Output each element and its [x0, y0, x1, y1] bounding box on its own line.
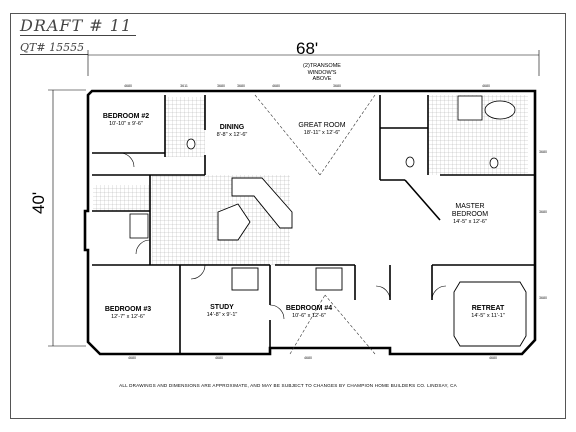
room-bedroom-4: BEDROOM #4 10'-6" x 12'-6"	[286, 305, 332, 319]
wall-dim-right-1: 3680	[539, 150, 547, 154]
room-dining: DINING 8'-8" x 12'-6"	[217, 124, 248, 138]
wall-dim-top-4: 3680	[237, 84, 245, 88]
room-master-bedroom: MASTER BEDROOM 14'-5" x 12'-6"	[452, 203, 488, 225]
wall-dim-bottom-1: 4680	[128, 356, 136, 360]
room-size: 12'-7" x 12'-6"	[111, 314, 145, 321]
room-bedroom-3: BEDROOM #3 12'-7" x 12'-6"	[105, 306, 151, 320]
footer-disclaimer: ALL DRAWINGS AND DIMENSIONS ARE APPROXIM…	[119, 383, 457, 388]
wall-dim-top-1: 4680	[124, 84, 132, 88]
room-retreat: RETREAT 14'-5" x 11'-1"	[471, 305, 504, 319]
room-name-line-2: BEDROOM	[451, 211, 489, 219]
exterior-wall	[83, 89, 537, 356]
door-swings	[119, 152, 447, 320]
tile-floors	[93, 95, 528, 265]
room-name: RETREAT	[471, 305, 505, 312]
room-name: STUDY	[210, 304, 234, 311]
wall-dim-top-6: 3680	[333, 84, 341, 88]
width-dimension-line	[87, 50, 540, 76]
wall-dim-right-3: 3680	[539, 296, 547, 300]
wall-dim-top-2: 3611	[180, 84, 188, 88]
depth-dimension-line	[48, 89, 86, 347]
bath-fixtures	[129, 95, 516, 239]
room-size: 14'-5" x 11'-1"	[471, 313, 505, 320]
room-name: BEDROOM #4	[285, 305, 333, 312]
room-name: BEDROOM #3	[104, 306, 152, 313]
room-study: STUDY 14'-8" x 9'-1"	[207, 304, 238, 318]
quote-label: QT# 15555	[20, 41, 89, 55]
room-bedroom-2: BEDROOM #2 10'-10" x 9'-6"	[103, 113, 149, 127]
room-great-room: GREAT ROOM 18'-11" x 12'-6"	[298, 122, 345, 136]
room-size: 10'-10" x 9'-6"	[109, 121, 143, 128]
wall-dim-top-3: 3680	[217, 84, 225, 88]
room-size: 18'-11" x 12'-6"	[303, 130, 341, 137]
room-size: 10'-6" x 12'-6"	[292, 313, 326, 320]
room-name-line-1: MASTER	[455, 203, 485, 210]
draft-label: DRAFT # 11	[20, 16, 137, 36]
wall-dim-top-7: 4680	[482, 84, 490, 88]
wall-dim-bottom-3: 4680	[304, 356, 312, 360]
overall-width-label: 68'	[296, 39, 319, 58]
kitchen-fixtures	[217, 177, 343, 291]
interior-walls	[92, 95, 535, 354]
room-name: DINING	[219, 124, 245, 131]
room-name: BEDROOM #2	[102, 113, 150, 120]
transome-note-line-3: ABOVE	[312, 76, 332, 83]
retreat-bay	[453, 281, 527, 347]
room-size: 8'-8" x 12'-6"	[216, 132, 248, 139]
wall-dim-right-2: 3680	[539, 210, 547, 214]
room-name: GREAT ROOM	[298, 122, 346, 129]
wall-dim-bottom-4: 4680	[489, 356, 497, 360]
transome-note-line-2: WINDOW'S	[307, 69, 337, 76]
room-size: 14'-5" x 12'-6"	[453, 219, 487, 226]
wall-dim-bottom-2: 4680	[215, 356, 223, 360]
transome-note-line-1: (2)TRANSOME	[303, 63, 341, 69]
transome-note: (2)TRANSOME WINDOW'S ABOVE	[303, 63, 341, 83]
vault-ceiling-lines	[254, 94, 376, 355]
room-size: 14'-8" x 9'-1"	[206, 312, 238, 319]
wall-dim-top-5: 4680	[272, 84, 280, 88]
